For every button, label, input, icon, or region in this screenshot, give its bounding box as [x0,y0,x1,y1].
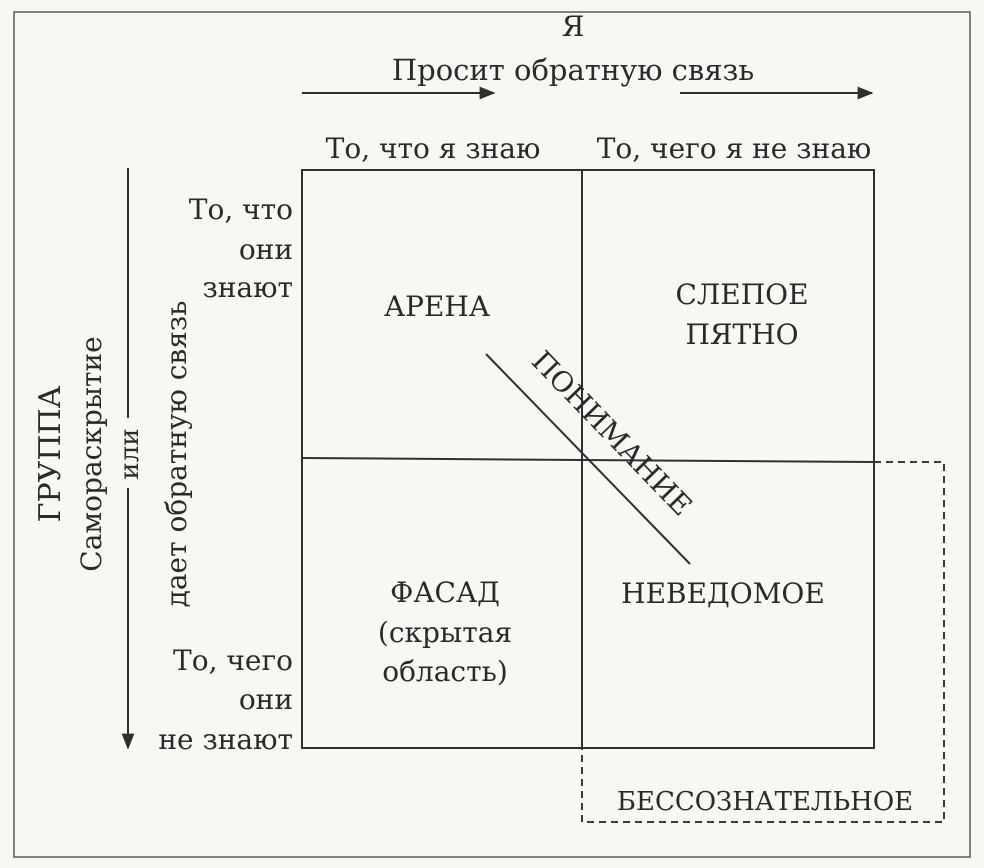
quadrant-facade-label-3: область) [382,655,508,688]
row-label-unknown-3: не знают [158,723,293,756]
quadrant-facade-label-1: ФАСАД [390,576,500,609]
understanding-diagonal-line [485,353,691,565]
left-line-3: дает обратную связь [160,301,193,608]
quadrant-unknown-label: НЕВЕДОМОЕ [621,577,825,610]
row-label-known-3: знают [203,271,294,304]
left-line-1: Самораскрытие [75,336,108,571]
quadrant-arena-label: АРЕНА [384,290,490,323]
top-heading: Я [562,10,585,43]
col-label-known: То, что я знаю [326,132,541,165]
row-label-known-2: они [239,233,293,266]
col-label-unknown: То, чего я не знаю [597,132,872,165]
left-heading: ГРУППА [33,385,68,522]
unconscious-dashed-region [581,461,945,823]
quadrant-blind-label-1: СЛЕПОЕ [675,278,808,311]
quadrant-facade-label-2: (скрытая [378,616,512,649]
top-subheading: Просит обратную связь [392,53,754,87]
left-line-2: или [115,428,145,479]
row-label-unknown-2: они [239,683,293,716]
understanding-label: ПОНИМАНИЕ [525,344,698,522]
quadrant-blind-label-2: ПЯТНО [685,318,798,351]
row-label-unknown-1: То, чего [173,644,293,677]
unconscious-label: БЕССОЗНАТЕЛЬНОЕ [617,787,913,817]
row-label-known-1: То, что [189,193,293,226]
outer-frame [13,11,971,858]
